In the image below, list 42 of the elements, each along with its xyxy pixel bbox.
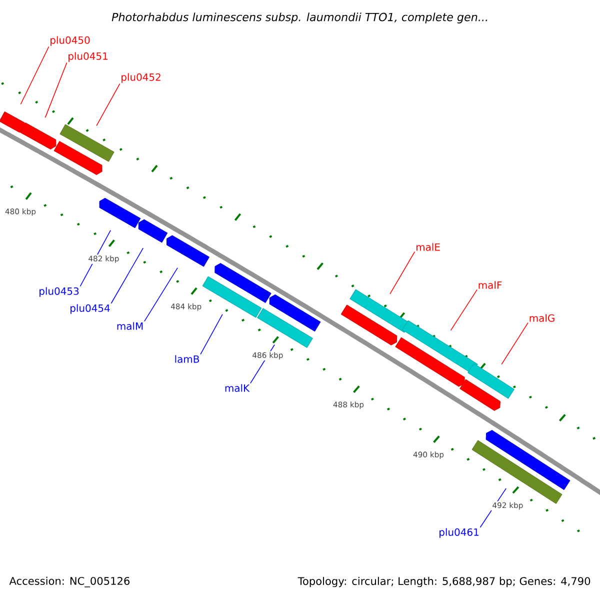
- gene-label: malF: [478, 281, 502, 289]
- gene-label: malG: [530, 314, 554, 322]
- gene-label: malM: [117, 322, 143, 330]
- leader-line: [44, 62, 68, 118]
- leader-line: [144, 267, 178, 322]
- gene-feature: [257, 308, 313, 348]
- gene-feature: [54, 140, 102, 176]
- gene-feature: [468, 363, 514, 399]
- gene-feature: [166, 235, 210, 267]
- title: Photorhabdus luminescens subsp. laumondii TTO1, complete gen...: [112, 12, 488, 24]
- gene-label: plu0450: [50, 36, 90, 46]
- gene-feature: [20, 122, 56, 150]
- gene-label: plu0453: [40, 287, 79, 297]
- gene-feature: [202, 276, 262, 318]
- gene-feature: [460, 379, 500, 411]
- gene-label: plu0461: [440, 528, 478, 538]
- gene-feature: [60, 124, 114, 162]
- gene-feature: [395, 337, 465, 387]
- leader-line: [390, 251, 416, 294]
- gene-feature: [0, 111, 26, 133]
- gene-label: plu0454: [70, 304, 110, 314]
- gene-feature: [472, 440, 562, 504]
- gene-label: malE: [416, 243, 440, 251]
- leader-line: [450, 289, 478, 331]
- leader-line: [110, 248, 144, 304]
- gene-feature: [350, 289, 410, 333]
- gene-label: lamB: [175, 355, 199, 363]
- topology-text: Topology: circular; Length: 5,688,987 bp; Genes: 4,790: [298, 576, 590, 588]
- accession-text: Accession: NC_005126: [9, 576, 130, 588]
- gene-feature: [269, 294, 321, 332]
- gene-feature: [402, 320, 478, 374]
- gene-feature: [340, 304, 398, 346]
- leader-line: [96, 83, 120, 126]
- gene-label: plu0451: [68, 52, 108, 62]
- gene-label: malK: [225, 384, 250, 392]
- gene-feature: [99, 198, 141, 228]
- leader-line: [501, 322, 528, 365]
- gene-label: plu0452: [122, 73, 160, 83]
- gene-feature: [486, 430, 570, 490]
- gene-feature: [214, 263, 272, 303]
- gene-feature: [138, 219, 168, 243]
- leader-line: [200, 314, 223, 355]
